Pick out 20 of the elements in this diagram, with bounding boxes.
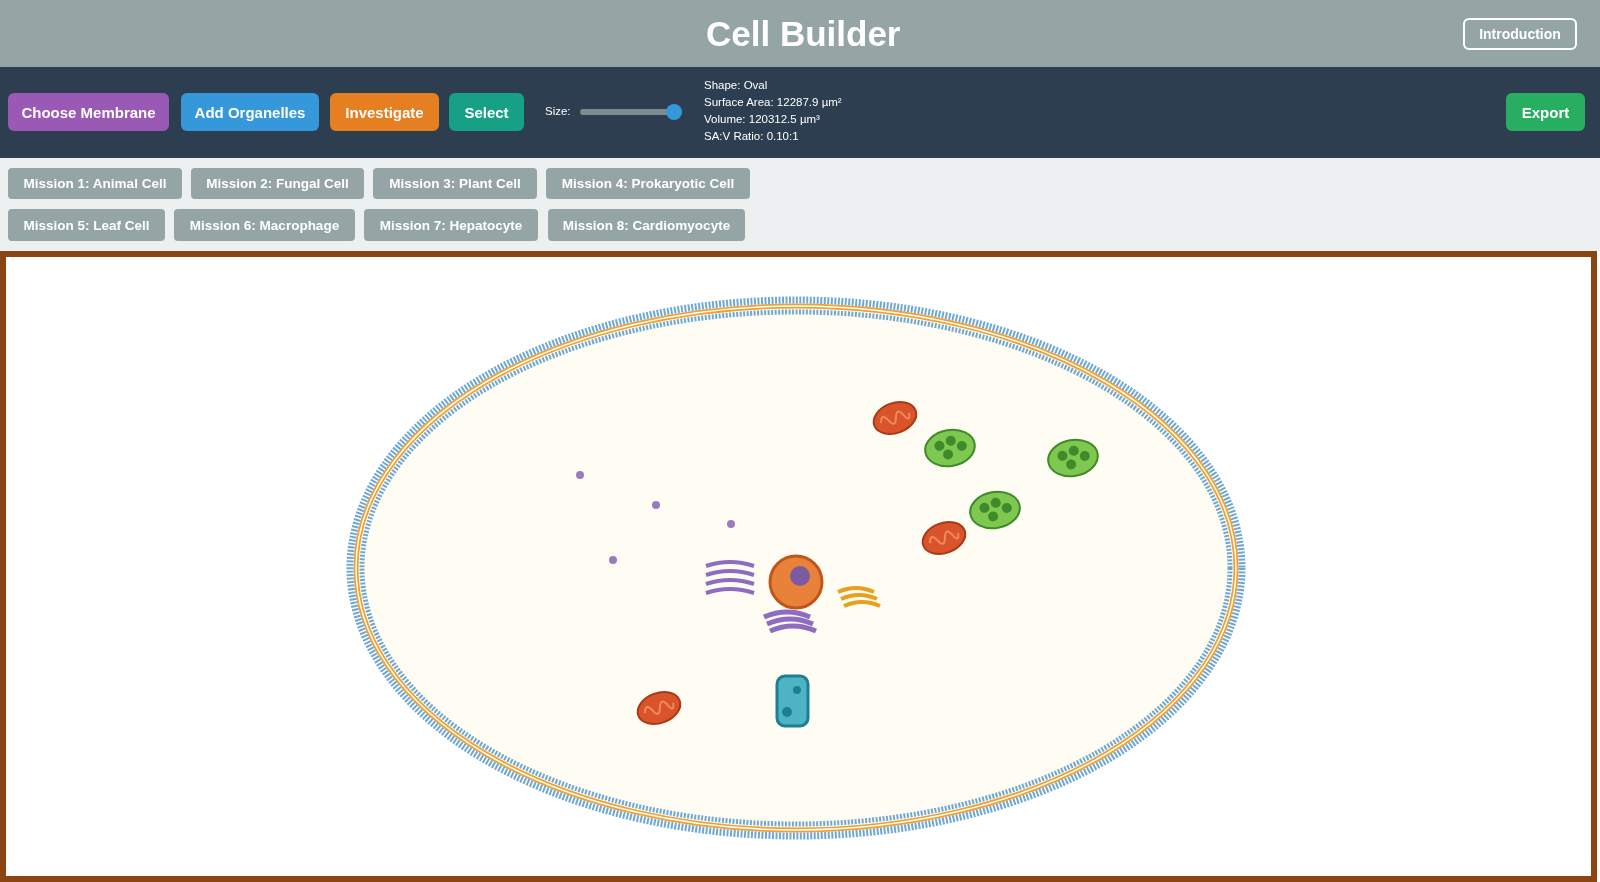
choose-membrane-button: Choose Membrane — [8, 93, 169, 131]
ratio-readout: SA:V Ratio: 0.10:1 — [704, 130, 799, 142]
surface-area-readout: Surface Area: 12287.9 µm² — [704, 96, 842, 108]
mission-button: Mission 1: Animal Cell — [8, 168, 182, 199]
shape-readout: Shape: Oval — [704, 79, 768, 91]
mission-button: Mission 7: Hepatocyte — [364, 209, 538, 241]
volume-readout: Volume: 120312.5 µm³ — [704, 113, 820, 125]
export-button: Export — [1506, 93, 1585, 131]
size-label: Size: — [545, 105, 571, 117]
mission-button: Mission 6: Macrophage — [174, 209, 355, 241]
investigate-button: Investigate — [330, 93, 439, 131]
mission-button: Mission 2: Fungal Cell — [191, 168, 364, 199]
mission-button: Mission 8: Cardiomyocyte — [548, 209, 745, 241]
mission-button: Mission 5: Leaf Cell — [8, 209, 165, 241]
mission-button: Mission 3: Plant Cell — [373, 168, 537, 199]
select-button: Select — [449, 93, 524, 131]
page-title: Cell Builder — [706, 14, 901, 54]
introduction-button: Introduction — [1463, 18, 1577, 50]
mission-button: Mission 4: Prokaryotic Cell — [546, 168, 750, 199]
add-organelles-button: Add Organelles — [181, 93, 319, 131]
